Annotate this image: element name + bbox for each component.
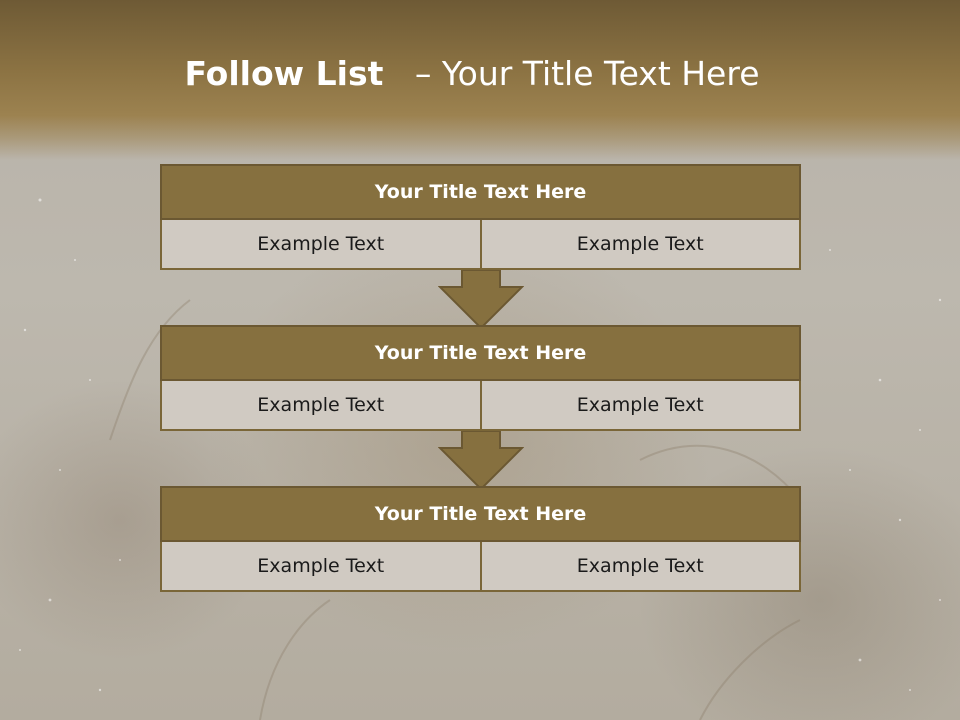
- stage-cell-right: Example Text: [481, 220, 801, 270]
- stage-box-1: Your Title Text Here Example Text Exampl…: [160, 164, 801, 270]
- slide-title: Follow List – Your Title Text Here: [0, 54, 944, 93]
- stage-row: Example Text Example Text: [160, 542, 801, 592]
- down-arrow-icon: [438, 270, 524, 330]
- stage-box-2: Your Title Text Here Example Text Exampl…: [160, 325, 801, 431]
- stage-title: Your Title Text Here: [160, 486, 801, 542]
- stage-cell-left: Example Text: [160, 220, 482, 270]
- stage-row: Example Text Example Text: [160, 381, 801, 431]
- stage-cell-right: Example Text: [481, 381, 801, 431]
- stage-box-3: Your Title Text Here Example Text Exampl…: [160, 486, 801, 592]
- stage-cell-left: Example Text: [160, 381, 482, 431]
- stage-title: Your Title Text Here: [160, 325, 801, 381]
- title-rest-part: – Your Title Text Here: [414, 54, 760, 93]
- stage-cell-left: Example Text: [160, 542, 482, 592]
- stage-row: Example Text Example Text: [160, 220, 801, 270]
- title-bold-part: Follow List: [184, 54, 384, 93]
- stage-title: Your Title Text Here: [160, 164, 801, 220]
- down-arrow-icon: [438, 431, 524, 491]
- title-banner: [0, 0, 960, 160]
- stage-cell-right: Example Text: [481, 542, 801, 592]
